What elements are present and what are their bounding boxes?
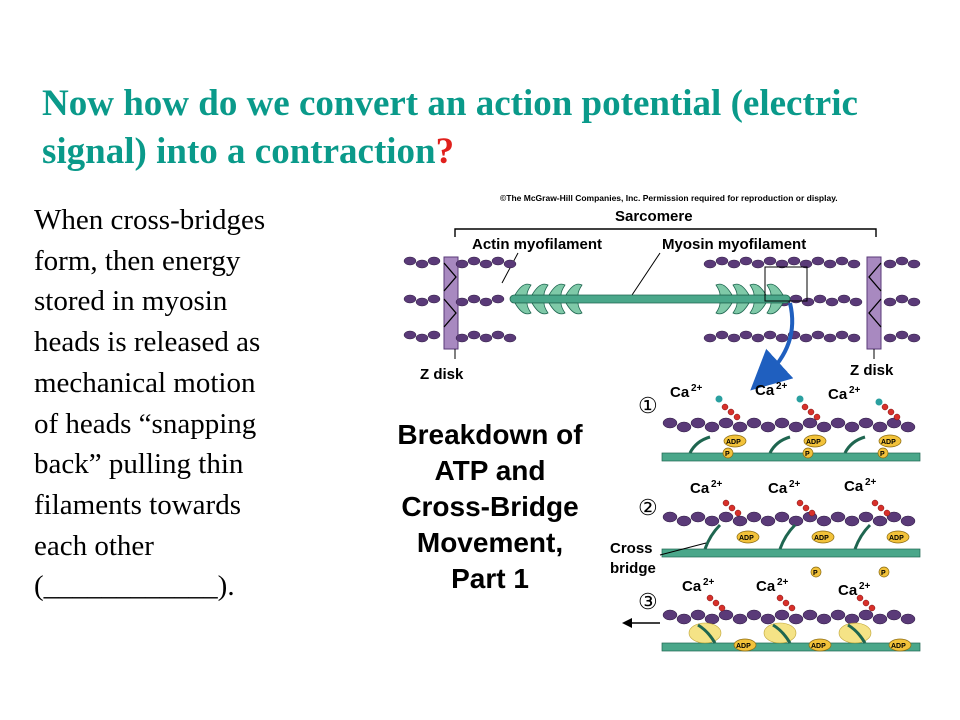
calcium-label: Ca [844,478,864,495]
body-line: stored in myosin [34,285,228,318]
adp-label: ADP [736,643,751,650]
step-row-3: ③ ADP ADP ADP P P [622,566,921,652]
body-line: each other [34,529,154,562]
z-disk-right-label: Z disk [850,362,894,379]
phosphate-label: P [813,570,818,577]
body-line: (____________). [34,570,235,603]
step-2-label: ② [638,495,658,520]
calcium-label: Ca [682,578,702,595]
sarcomere-diagram: ©The McGraw-Hill Companies, Inc. Permiss… [403,193,921,652]
calcium-charge: 2+ [849,385,861,396]
caption-line: Breakdown of [397,419,583,450]
phosphate-label: P [805,451,810,458]
myosin-label: Myosin myofilament [662,236,806,253]
adp-label: ADP [811,643,826,650]
sarcomere-figure: ©The McGraw-Hill Companies, Inc. Permiss… [360,185,960,665]
body-line: mechanical motion [34,366,256,399]
calcium-label: Ca [756,578,776,595]
body-line: When cross-bridges [34,204,266,236]
calcium-label: Ca [838,582,858,599]
sarcomere-bracket [454,228,877,237]
caption-line: Part 1 [451,563,529,594]
copyright-text: ©The McGraw-Hill Companies, Inc. Permiss… [500,193,838,203]
cross-bridge-label: Cross [610,540,653,557]
caption-line: Cross-Bridge [401,491,579,522]
calcium-charge: 2+ [859,581,871,592]
adp-label: ADP [814,535,829,542]
calcium-charge: 2+ [789,479,801,490]
adp-label: ADP [739,535,754,542]
adp-label: ADP [726,439,741,446]
cross-bridge-leader [659,542,707,556]
phosphate-label: P [881,570,886,577]
calcium-label: Ca [690,480,710,497]
body-line: back” pulling thin [34,448,244,481]
calcium-charge: 2+ [703,577,715,588]
cross-bridge-label-2: bridge [610,560,656,577]
adp-label: ADP [889,535,904,542]
calcium-charge: 2+ [776,381,788,392]
calcium-label: Ca [670,384,690,401]
calcium-label: Ca [768,480,788,497]
zoom-box [764,266,808,302]
calcium-charge: 2+ [777,577,789,588]
body-line: heads is released as [34,326,261,359]
actin-label: Actin myofilament [472,236,602,253]
caption-line: ATP and [434,455,546,486]
figure-caption: Breakdown of ATP and Cross-Bridge Moveme… [360,417,620,597]
calcium-label: Ca [755,382,775,399]
title-question-mark: ? [435,131,455,172]
body-line: form, then energy [34,244,241,277]
adp-label: ADP [806,439,821,446]
title-text: Now how do we convert an action potentia… [42,83,858,172]
slide-title: Now how do we convert an action potentia… [42,80,922,176]
myosin-leader-line [631,252,661,296]
calcium-charge: 2+ [865,477,877,488]
z-disk-left-label: Z disk [420,366,464,383]
sarcomere-label: Sarcomere [615,208,693,225]
adp-label: ADP [881,439,896,446]
step-row-1: ① ADP ADP ADP P P P [638,381,921,462]
calcium-charge: 2+ [711,479,723,490]
calcium-charge: 2+ [691,383,703,394]
step-row-2: ② ADP ADP ADP Ca [610,477,921,577]
caption-line: Movement, [416,527,564,558]
zoom-arrow [750,302,795,391]
phosphate-label: P [725,451,730,458]
body-text: When cross-bridges form, then energy sto… [34,200,334,607]
phosphate-label: P [880,451,885,458]
adp-label: ADP [891,643,906,650]
body-line: of heads “snapping [34,407,257,440]
calcium-label: Ca [828,386,848,403]
body-line: filaments towards [34,488,241,521]
step-1-label: ① [638,393,658,418]
myosin-filament [509,283,791,315]
step-3-label: ③ [638,589,658,614]
